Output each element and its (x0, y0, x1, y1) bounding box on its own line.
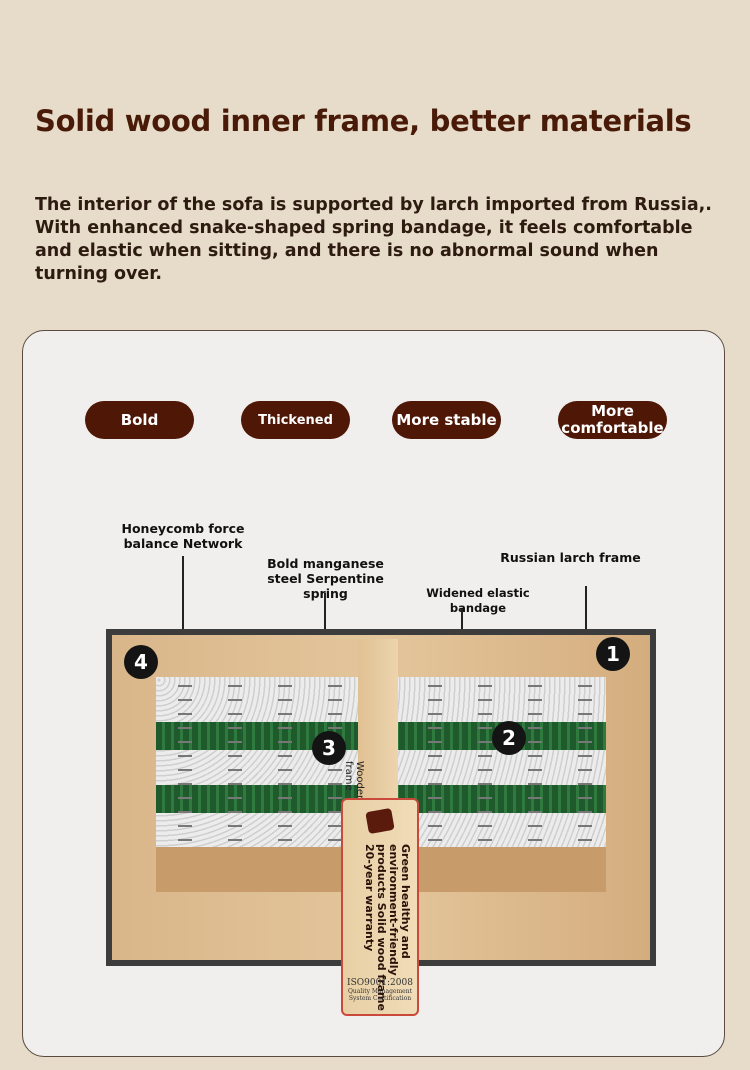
leader-line (585, 586, 587, 668)
sofa-frame-image: 4 1 2 3 (106, 629, 656, 966)
description: The interior of the sofa is supported by… (35, 195, 712, 284)
callout-network: Honeycomb force balance Network (121, 521, 245, 551)
feature-badge-stable: More stable (392, 401, 501, 439)
callout-bandage: Widened elastic bandage (426, 586, 530, 615)
warranty-tag: Green healthy and environment-friendly p… (341, 798, 419, 1016)
marker-3: 3 (312, 731, 346, 765)
callout-larch: Russian larch frame (500, 550, 641, 565)
frame-diagram-card: Bold Thickened More stable More comforta… (22, 330, 725, 1057)
marker-4: 4 (124, 645, 158, 679)
feature-badge-thickened: Thickened (241, 401, 350, 439)
feature-badge-bold: Bold (85, 401, 194, 439)
iso-sub: Quality Management System Certification (348, 988, 412, 1002)
marker-1: 1 (596, 637, 630, 671)
callout-spring: Bold manganese steel Serpentine spring (267, 556, 384, 601)
brand-logo-icon (365, 807, 395, 835)
feature-badge-comfortable: More comfortable (558, 401, 667, 439)
page-title: Solid wood inner frame, better materials (35, 104, 692, 138)
iso-label: ISO9001:2008 (347, 978, 413, 988)
marker-2: 2 (492, 721, 526, 755)
